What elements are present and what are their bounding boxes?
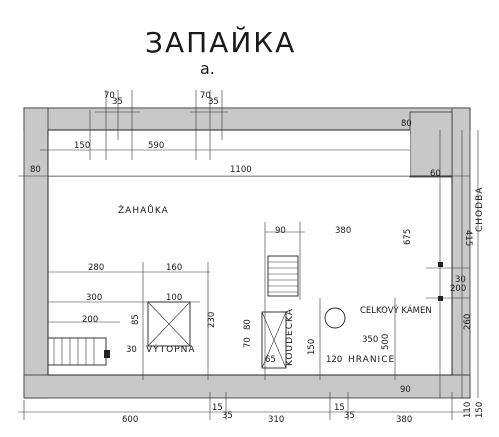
corridor-label: CHODBA	[475, 187, 485, 232]
cellar-label: KOUDECKA	[285, 308, 295, 366]
door-mark-right-2	[438, 296, 443, 301]
dim-100: 100	[166, 293, 182, 303]
dim-590-top: 590	[148, 141, 164, 151]
bottom-dimensions: 600 15 35 310 15 35 380 110 150	[18, 392, 485, 425]
right-dimensions: 60 415 675 30 200 260 90 CHODBA	[400, 130, 485, 398]
dim-85: 85	[131, 314, 141, 325]
main-room-label: ŽAHAŮKA	[118, 204, 169, 216]
dim-80-cellar: 80	[243, 319, 253, 330]
dim-90-stair: 90	[275, 226, 286, 236]
dim-65: 65	[265, 355, 276, 365]
kitchen-label: VÝTOPNA	[146, 343, 196, 355]
dim-160: 160	[166, 263, 182, 273]
dim-150-stone: 150	[307, 339, 317, 355]
dim-300: 300	[86, 293, 102, 303]
dim-200-right: 200	[450, 284, 466, 294]
dim-35-left: 35	[112, 97, 123, 107]
dim-600: 600	[122, 415, 138, 425]
dim-15-left: 15	[212, 403, 223, 413]
stair-box	[267, 255, 299, 297]
dim-110: 110	[463, 402, 473, 418]
steps-mark	[104, 350, 110, 358]
staircase: 90 380	[264, 222, 351, 380]
left-lower-dimensions: 280 160 300 100 200 85 230	[48, 262, 217, 380]
wall-top-right-block	[409, 111, 453, 178]
dim-500: 500	[381, 334, 391, 350]
dim-80-top: 80	[401, 119, 412, 129]
dim-350: 350	[362, 335, 378, 345]
dim-230: 230	[207, 312, 217, 328]
door-mark-right-1	[438, 262, 443, 267]
plan-subtitle: a.	[200, 59, 215, 78]
wall-left	[23, 107, 49, 399]
cellar-box	[261, 311, 287, 369]
kitchen-room: VÝTOPNA 30	[126, 301, 196, 355]
dim-380-bottom: 380	[396, 415, 412, 425]
dim-120: 120	[326, 355, 342, 365]
dim-310: 310	[268, 415, 284, 425]
dim-15-right: 15	[334, 403, 345, 413]
dim-35-bottom-right: 35	[344, 411, 355, 421]
dim-70-cellar: 70	[243, 337, 253, 348]
border-label: HRANICE	[348, 355, 395, 365]
top-dimensions: 70 35 70 35 150 590 80	[40, 90, 412, 160]
dim-80-left: 80	[30, 165, 41, 175]
dim-35-right: 35	[208, 97, 219, 107]
wall-right	[451, 107, 471, 399]
stone-label: CELKOVÝ KÁMEN	[360, 304, 432, 316]
dim-150-bottom-right: 150	[475, 402, 485, 418]
dim-30-left: 30	[126, 345, 137, 355]
dim-1100: 1100	[230, 165, 252, 175]
dim-1100-line: 80 1100	[18, 165, 452, 184]
dim-30-right: 30	[455, 275, 466, 285]
steps-box	[47, 337, 107, 366]
dim-35-bottom-left: 35	[222, 411, 233, 421]
dim-90-right-bottom: 90	[400, 385, 411, 395]
dim-70-left: 70	[104, 91, 115, 101]
dim-675: 675	[403, 229, 413, 245]
stone-area: CELKOVÝ KÁMEN 350 500 150 120 HRANICE	[307, 298, 432, 380]
dim-70-right: 70	[200, 91, 211, 101]
upper-strip	[48, 130, 410, 176]
dim-200-left: 200	[82, 315, 98, 325]
dim-280: 280	[88, 263, 104, 273]
left-steps	[47, 337, 110, 366]
dim-260: 260	[463, 314, 473, 330]
stone-circle	[324, 307, 346, 329]
dim-380: 380	[335, 226, 351, 236]
dim-150-top: 150	[74, 141, 90, 151]
dim-60-right: 60	[430, 169, 441, 179]
kitchen-box	[147, 301, 191, 347]
dim-415: 415	[463, 230, 473, 246]
cellar-room: KOUDECKA 70 80 65	[243, 308, 295, 369]
outer-walls	[23, 107, 471, 399]
plan-title: ЗАПАЙКА	[145, 25, 296, 59]
